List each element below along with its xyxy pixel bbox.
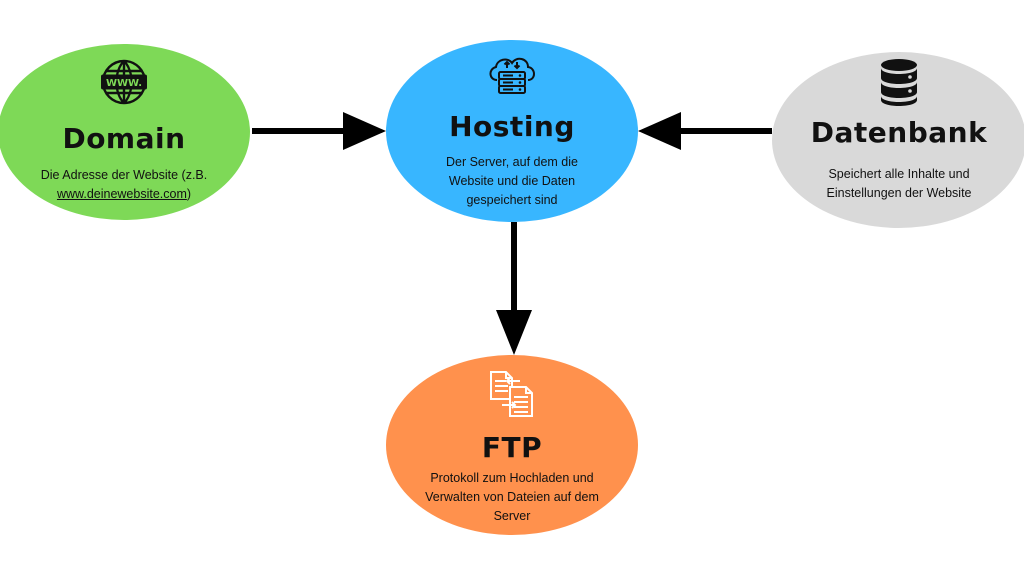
- datenbank-title: Datenbank: [810, 116, 988, 149]
- domain-title: Domain: [62, 122, 186, 155]
- hosting-node: Hosting Der Server, auf dem die Website …: [386, 40, 638, 222]
- domain-description: Die Adresse der Website (z.B. www.deinew…: [24, 166, 224, 204]
- database-icon: [879, 58, 919, 113]
- arrow-domain-to-hosting: [252, 112, 386, 150]
- arrow-hosting-to-ftp: [496, 222, 532, 355]
- www-icon-label: WWW.: [106, 78, 142, 89]
- datenbank-node: Datenbank Speichert alle Inhalte und Ein…: [772, 52, 1024, 228]
- domain-desc-text: Die Adresse der Website (z.B.: [40, 168, 208, 182]
- ftp-title: FTP: [481, 431, 543, 464]
- globe-www-icon: WWW.: [100, 58, 148, 111]
- domain-node: WWW. Domain Die Adresse der Website (z.B…: [0, 44, 250, 220]
- file-transfer-icon: [488, 369, 536, 424]
- ftp-node: FTP Protokoll zum Hochladen und Verwalte…: [386, 355, 638, 535]
- hosting-description: Der Server, auf dem die Website und die …: [445, 155, 578, 207]
- arrow-datenbank-to-hosting: [638, 112, 772, 150]
- hosting-title: Hosting: [449, 110, 575, 143]
- domain-example-link[interactable]: www.deinewebsite.com: [56, 187, 187, 201]
- cloud-server-icon: [486, 54, 538, 103]
- domain-desc-close: ): [186, 187, 192, 201]
- datenbank-description: Speichert alle Inhalte und Einstellungen…: [826, 167, 972, 200]
- ftp-description: Protokoll zum Hochladen und Verwalten vo…: [425, 471, 599, 523]
